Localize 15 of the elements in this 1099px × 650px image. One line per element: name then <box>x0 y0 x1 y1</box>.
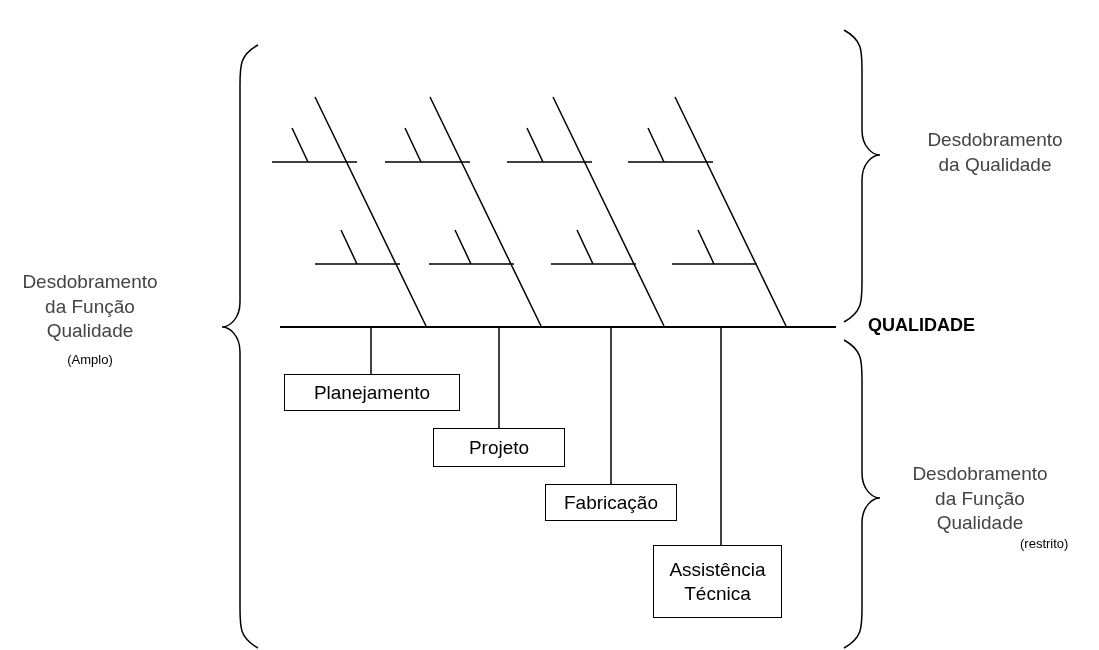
category-box: Assistência Técnica <box>653 545 782 618</box>
brace-note: (Amplo) <box>66 352 114 369</box>
category-box: Projeto <box>433 428 565 467</box>
category-box: Fabricação <box>545 484 677 521</box>
connector-line <box>610 327 612 485</box>
connector-line <box>720 327 722 546</box>
category-box: Planejamento <box>284 374 460 411</box>
spine-line <box>280 326 836 328</box>
head-label: QUALIDADE <box>868 314 976 337</box>
brace-note: (restrito) <box>1020 536 1070 553</box>
brace-caption: Desdobramento da Função Qualidade <box>21 270 159 344</box>
connector-line <box>498 327 500 429</box>
connector-line <box>370 327 372 375</box>
brace-caption: Desdobramento da Qualidade <box>926 128 1064 177</box>
brace-caption: Desdobramento da Função Qualidade <box>911 462 1049 536</box>
